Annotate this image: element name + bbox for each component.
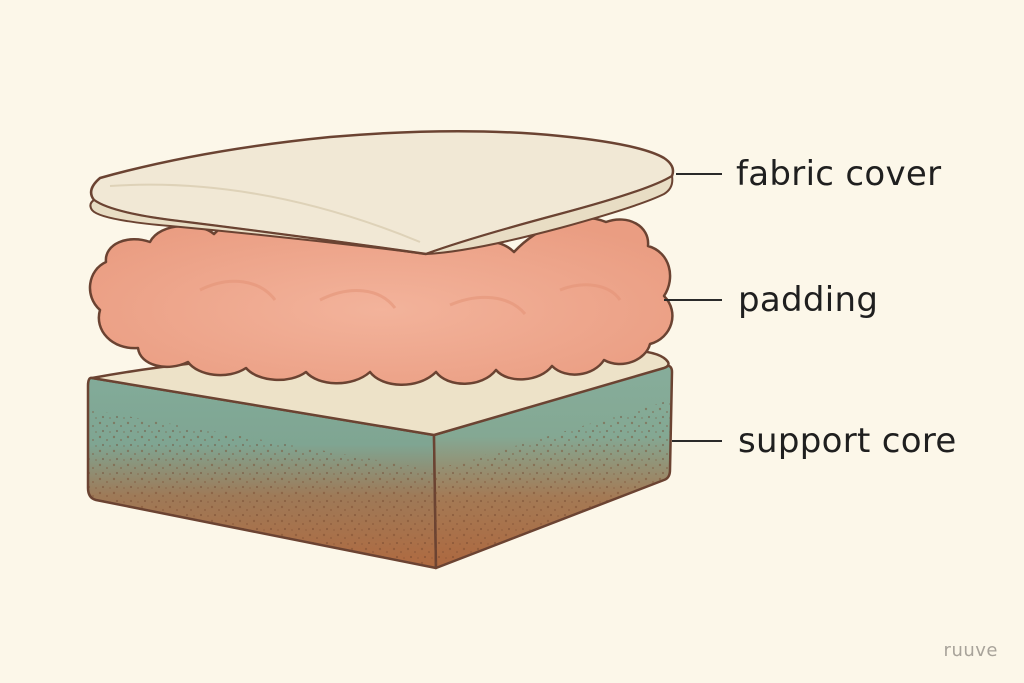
support-core-layer — [86, 348, 674, 570]
padding-layer — [88, 216, 674, 386]
fabric-cover-label: fabric cover — [736, 154, 942, 194]
fabric-cover-edge — [89, 175, 674, 255]
fabric-cover-layer — [89, 130, 675, 256]
support-core-label: support core — [738, 421, 957, 461]
padding-label: padding — [738, 280, 879, 320]
watermark-text: ruuve — [943, 640, 998, 661]
